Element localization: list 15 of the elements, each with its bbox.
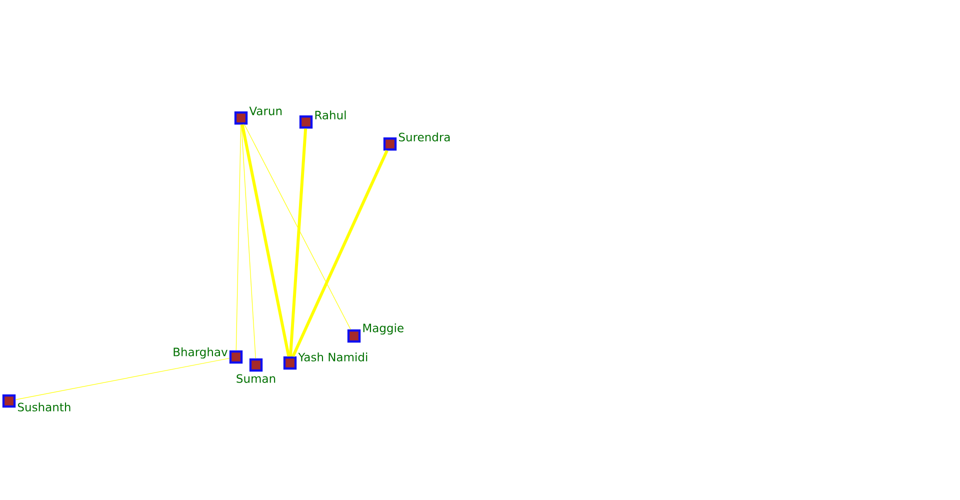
node-label: Varun <box>249 106 282 116</box>
node-label: Surendra <box>398 132 450 142</box>
connector-line <box>241 124 256 359</box>
connector-line <box>244 124 351 330</box>
node-label: Yash Namidi <box>298 352 368 362</box>
connector-line <box>236 124 242 351</box>
node-label: Suman <box>236 374 276 383</box>
node-label: Bharghav <box>174 347 228 359</box>
node-label: Maggie <box>363 323 404 335</box>
connector-line <box>288 128 308 356</box>
connector-line <box>292 150 388 358</box>
connector-line <box>240 124 290 357</box>
node-label: Rahul <box>315 110 346 120</box>
node-label: Sushanth <box>18 402 70 412</box>
connector-line <box>15 358 230 400</box>
